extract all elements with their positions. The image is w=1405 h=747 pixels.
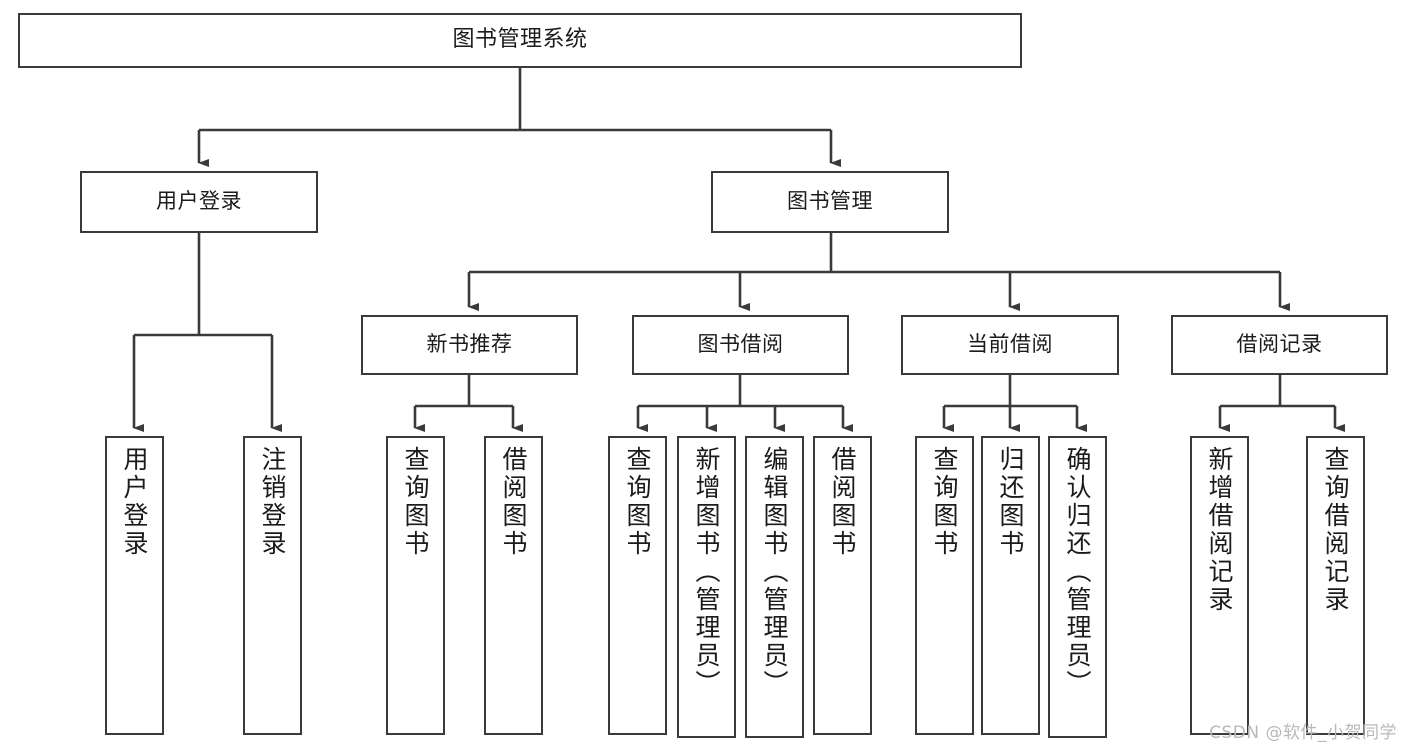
node-label: 图书管理 bbox=[787, 189, 873, 214]
node-user-login[interactable]: 用户登录 bbox=[80, 171, 318, 233]
node-label: 注销登录 bbox=[258, 446, 287, 558]
node-label: 确认归还（管理员） bbox=[1063, 446, 1092, 698]
leaf-book-borrow-add[interactable]: 新增图书（管理员） bbox=[677, 436, 736, 738]
leaf-borrow-record-query[interactable]: 查询借阅记录 bbox=[1306, 436, 1365, 735]
node-label: 当前借阅 bbox=[967, 332, 1053, 357]
leaf-user-login-logout[interactable]: 注销登录 bbox=[243, 436, 302, 735]
node-book-borrow[interactable]: 图书借阅 bbox=[632, 315, 849, 375]
node-label: 借阅记录 bbox=[1236, 332, 1323, 357]
node-book-management[interactable]: 图书管理 bbox=[711, 171, 949, 233]
node-borrow-record[interactable]: 借阅记录 bbox=[1171, 315, 1388, 375]
node-label: 借阅图书 bbox=[499, 446, 528, 558]
leaf-new-book-query[interactable]: 查询图书 bbox=[386, 436, 445, 735]
node-label: 查询图书 bbox=[623, 446, 652, 558]
node-label: 图书借阅 bbox=[697, 332, 784, 357]
node-label: 用户登录 bbox=[120, 446, 149, 558]
node-label: 新书推荐 bbox=[426, 332, 513, 357]
node-new-book-recommend[interactable]: 新书推荐 bbox=[361, 315, 578, 375]
node-label: 图书管理系统 bbox=[452, 27, 588, 53]
leaf-current-borrow-return[interactable]: 归还图书 bbox=[981, 436, 1040, 735]
leaf-book-borrow-edit[interactable]: 编辑图书（管理员） bbox=[745, 436, 804, 738]
leaf-user-login-login[interactable]: 用户登录 bbox=[105, 436, 164, 735]
node-label: 查询图书 bbox=[401, 446, 430, 558]
leaf-current-borrow-query[interactable]: 查询图书 bbox=[915, 436, 974, 735]
node-current-borrow[interactable]: 当前借阅 bbox=[901, 315, 1119, 375]
node-root-system[interactable]: 图书管理系统 bbox=[18, 13, 1022, 68]
node-label: 归还图书 bbox=[996, 446, 1025, 558]
leaf-book-borrow-query[interactable]: 查询图书 bbox=[608, 436, 667, 735]
csdn-watermark: CSDN @软件_小贺同学 bbox=[1209, 723, 1397, 743]
leaf-current-borrow-confirm-return[interactable]: 确认归还（管理员） bbox=[1048, 436, 1107, 738]
node-label: 编辑图书（管理员） bbox=[760, 446, 789, 698]
node-label: 新增图书（管理员） bbox=[692, 446, 721, 698]
node-label: 用户登录 bbox=[156, 189, 242, 214]
node-label: 查询图书 bbox=[930, 446, 959, 558]
node-label: 新增借阅记录 bbox=[1205, 446, 1234, 614]
node-label: 查询借阅记录 bbox=[1321, 446, 1350, 614]
leaf-book-borrow-borrow[interactable]: 借阅图书 bbox=[813, 436, 872, 735]
leaf-borrow-record-add[interactable]: 新增借阅记录 bbox=[1190, 436, 1249, 735]
node-label: 借阅图书 bbox=[828, 446, 857, 558]
leaf-new-book-borrow[interactable]: 借阅图书 bbox=[484, 436, 543, 735]
